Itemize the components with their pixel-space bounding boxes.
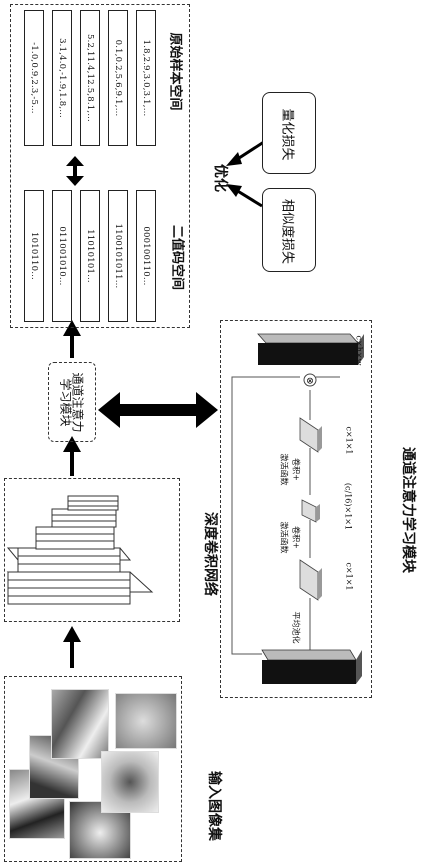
sim-loss-box bbox=[262, 188, 316, 272]
cnn-box bbox=[4, 478, 180, 622]
binary-code-box-1: 1010110… bbox=[24, 190, 44, 322]
attention-vector-slab bbox=[299, 417, 322, 453]
flow-arrow-attention-to-codes bbox=[63, 320, 81, 358]
cnn-label: 深度卷积网络 bbox=[202, 512, 218, 596]
input-feature-block bbox=[261, 649, 362, 684]
photo-cat bbox=[115, 693, 177, 749]
binary-code-box-3: 11010101… bbox=[80, 190, 100, 322]
double-arrow-attention-module bbox=[98, 392, 218, 428]
original-value-box-5: 1.8,2.9,3.0,3.1,… bbox=[136, 10, 156, 146]
binary-code-box-5: 000100110… bbox=[136, 190, 156, 322]
dim-c11-b: c×1×1 bbox=[344, 426, 354, 455]
output-feature-block bbox=[257, 333, 364, 365]
photo-car bbox=[51, 689, 109, 759]
binary-code-box-2: 011001010… bbox=[52, 190, 72, 322]
original-value-box-1: -1.0,0.9,2.3,-5… bbox=[24, 10, 44, 146]
binary-code-box-4: 1100101011… bbox=[108, 190, 128, 322]
sim-loss-label: 相似度损失 bbox=[279, 198, 295, 264]
conv1-label-line1: 卷积+ bbox=[291, 526, 301, 549]
dim-chw: c×h×w bbox=[354, 335, 364, 366]
input-image-set-label: 输入图像集 bbox=[206, 771, 222, 841]
conv2-label-line1: 卷积+ bbox=[291, 458, 301, 481]
gap-vector-slab bbox=[299, 559, 322, 601]
code-spaces-box bbox=[10, 4, 190, 328]
attention-node bbox=[48, 362, 96, 442]
multiply-glyph: ⊗ bbox=[306, 377, 314, 387]
multiply-icon bbox=[303, 373, 317, 387]
flow-arrow-cnn-to-attention bbox=[63, 436, 81, 476]
cnn-pyramid bbox=[6, 495, 154, 605]
optimize-label: 优化 bbox=[212, 164, 228, 192]
attention-node-label-line2: 学习模块 bbox=[58, 378, 73, 427]
arrow-sim-loss-to-optimize bbox=[226, 184, 263, 208]
flow-arrow-input-to-cnn bbox=[63, 626, 81, 668]
dim-cr11: (c/16)×1×1 bbox=[343, 482, 353, 531]
original-value-box-3: 5.2,11.4,12.5,8.1,… bbox=[80, 10, 100, 146]
conv2-label-line2: 激活函数 bbox=[279, 453, 289, 486]
conv1-label-line2: 激活函数 bbox=[279, 521, 289, 554]
module-flow-lines bbox=[231, 376, 340, 655]
quant-loss-box bbox=[262, 92, 316, 174]
gap-label: 平均池化 bbox=[291, 611, 301, 644]
dim-c11-a: c×1×1 bbox=[344, 562, 354, 591]
module-title: 通道注意力学习模块 bbox=[400, 447, 416, 573]
double-arrow-spaces bbox=[66, 156, 84, 186]
photo-bird bbox=[101, 751, 159, 813]
original-value-box-4: 0.1,0.2,5.6,9.1,… bbox=[108, 10, 128, 146]
input-image-set-box bbox=[4, 676, 182, 862]
quant-loss-label: 量化损失 bbox=[279, 108, 295, 161]
original-value-box-2: 3.1,4.0,-1.9,1.8,… bbox=[52, 10, 72, 146]
channel-attention-module-box bbox=[220, 320, 372, 698]
binary-space-label: 二值码空间 bbox=[169, 224, 185, 290]
reduced-vector-slab bbox=[301, 499, 320, 523]
original-space-label: 原始样本空间 bbox=[167, 32, 183, 111]
